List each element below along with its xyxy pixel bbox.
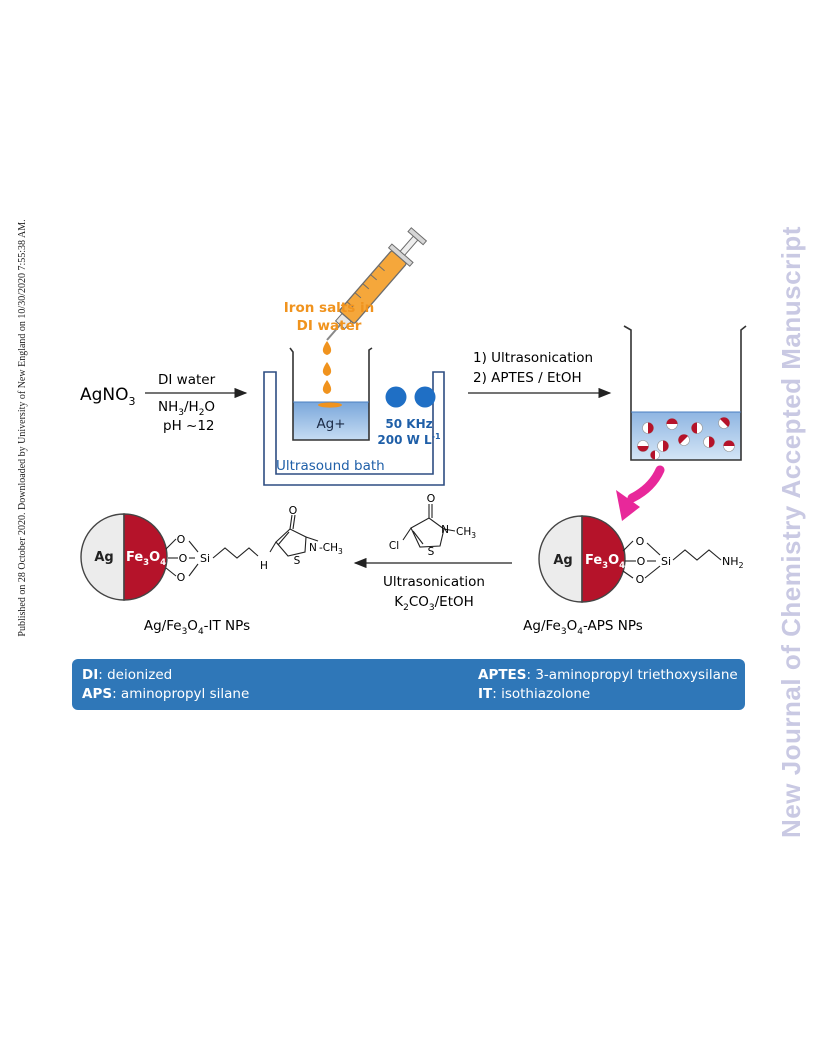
- it-o2: O: [179, 552, 188, 565]
- it-o1: O: [177, 533, 186, 546]
- legend-di: DI: deionized: [82, 667, 173, 683]
- iron-drop-1: [322, 341, 332, 355]
- it-reagent-n: N: [441, 524, 449, 536]
- transducer-2: [414, 386, 436, 408]
- syringe-label-line1: Iron salts in: [284, 300, 374, 316]
- agno3-label: AgNO3: [80, 385, 136, 408]
- step3-line1: Ultrasonication: [383, 574, 485, 590]
- np-it: [80, 513, 168, 601]
- iron-drop-3: [322, 380, 332, 394]
- it-reagent-ch3: CH3: [456, 526, 476, 540]
- iron-drop-surface: [318, 402, 342, 408]
- step1-ph: pH ~12: [163, 418, 215, 434]
- beaker-ag-label: Ag+: [316, 416, 345, 432]
- legend-it: IT: isothiazolone: [478, 686, 591, 702]
- bath-label: Ultrasound bath: [276, 458, 385, 474]
- it-o3: O: [177, 571, 186, 584]
- it-reagent-cl: Cl: [389, 540, 399, 552]
- it-carbonyl-o: O: [289, 504, 298, 517]
- np-it-fe3o4-label: Fe3O4: [126, 550, 166, 568]
- np-it-ag-label: Ag: [94, 550, 113, 565]
- step2-line2: 2) APTES / EtOH: [473, 370, 582, 386]
- legend-aps: APS: aminopropyl silane: [82, 686, 250, 702]
- aps-linker: [622, 540, 722, 579]
- step1-reagent-water: DI water: [158, 372, 216, 388]
- step3-line2: K2CO3/EtOH: [394, 594, 474, 613]
- aps-o1: O: [636, 535, 645, 548]
- step2-line1: 1) Ultrasonication: [473, 350, 593, 366]
- transducer-1: [385, 386, 407, 408]
- aps-nh2: NH2: [722, 555, 744, 570]
- it-ring-ch3: -CH3: [319, 542, 343, 556]
- beaker-2: [623, 325, 747, 461]
- it-si: Si: [200, 552, 210, 565]
- product-aps-caption: Ag/Fe3O4-APS NPs: [523, 618, 643, 637]
- syringe-label-line2: DI water: [297, 318, 362, 334]
- suspended-nanoparticles: [637, 417, 735, 460]
- it-ring-s: S: [294, 555, 301, 567]
- magenta-arrow-head: [616, 490, 640, 521]
- abbreviation-legend: DI: deionized APS: aminopropyl silane AP…: [72, 659, 745, 710]
- syringe: [326, 227, 428, 341]
- legend-aptes: APTES: 3-aminopropyl triethoxysilane: [478, 667, 738, 683]
- aps-o2: O: [637, 555, 646, 568]
- beaker-solution: [293, 402, 369, 440]
- step1-reagent-ammonia: NH3/H2O: [158, 399, 215, 418]
- it-nh: H: [260, 560, 268, 572]
- aps-si: Si: [661, 555, 671, 568]
- beaker-1: [289, 347, 373, 441]
- np-aps-fe3o4-label: Fe3O4: [585, 553, 625, 571]
- it-reagent-s: S: [428, 546, 435, 558]
- iron-drop-2: [322, 362, 332, 376]
- aps-o3: O: [636, 573, 645, 586]
- it-ring-n: N: [309, 542, 317, 554]
- it-reagent-o: O: [427, 492, 436, 505]
- magenta-arrow: [627, 465, 665, 503]
- ultrasound-bath: [263, 371, 445, 486]
- isothiazolone-reagent: [402, 504, 456, 548]
- it-linker: [165, 514, 319, 577]
- bath-power: 200 W L-1: [377, 432, 441, 447]
- product-it-caption: Ag/Fe3O4-IT NPs: [144, 618, 250, 637]
- np-aps: [538, 515, 626, 603]
- np-aps-ag-label: Ag: [553, 553, 572, 568]
- bath-frequency: 50 KHz: [385, 417, 432, 431]
